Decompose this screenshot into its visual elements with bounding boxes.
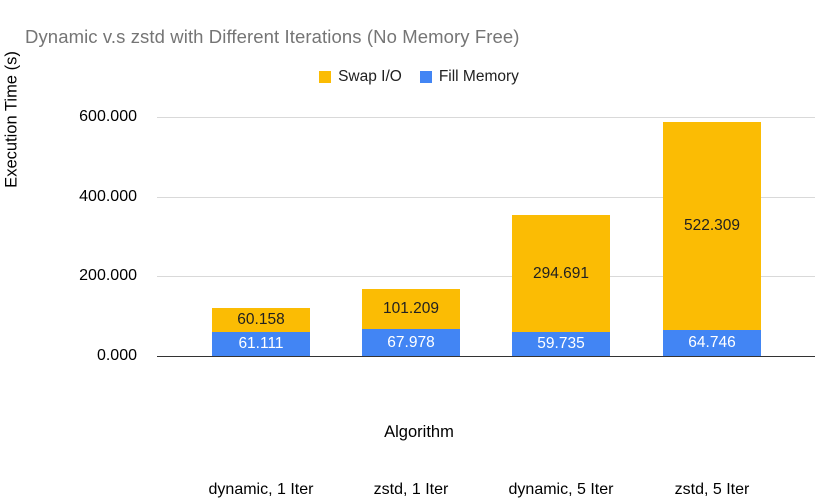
- legend-swatch-fill-memory: [419, 71, 432, 83]
- bar-segment-swap-io-1[interactable]: 101.209: [362, 288, 460, 329]
- y-tick-label-200: 200.000: [79, 267, 137, 285]
- legend-label-fill-memory: Fill Memory: [438, 68, 519, 85]
- chart-title: Dynamic v.s zstd with Different Iteratio…: [25, 26, 520, 47]
- bar-label-swap-io-3: 522.309: [683, 217, 741, 235]
- x-axis-title: Algorithm: [384, 423, 454, 441]
- x-axis-line: [157, 355, 815, 357]
- bar-label-swap-io-1: 101.209: [382, 300, 440, 318]
- plot-area: 600.000 400.000 200.000 0.000 60.158 61.…: [79, 108, 815, 498]
- bar-stack-dynamic-1-iter[interactable]: 60.158 61.111: [212, 307, 310, 356]
- gridline-400: [157, 196, 815, 198]
- y-tick-label-0: 0.000: [96, 347, 137, 364]
- legend-item-swap-io[interactable]: Swap I/O: [319, 68, 402, 86]
- bar-segment-swap-io-3[interactable]: 522.309: [663, 122, 761, 331]
- gridline-200: [157, 276, 815, 278]
- y-tick-label-600: 600.000: [79, 108, 137, 125]
- bar-label-swap-io-2: 294.691: [532, 264, 590, 282]
- bar-label-fill-memory-2: 59.735: [537, 335, 585, 353]
- bar-label-fill-memory-3: 64.746: [688, 334, 736, 352]
- bar-label-fill-memory-0: 61.111: [238, 335, 284, 353]
- bar-stack-dynamic-5-iter[interactable]: 294.691 59.735: [512, 214, 610, 356]
- bar-segment-swap-io-0[interactable]: 60.158: [212, 307, 310, 332]
- legend-item-fill-memory[interactable]: Fill Memory: [419, 68, 519, 86]
- y-axis-title: Execution Time (s): [2, 51, 21, 188]
- legend-label-swap-io: Swap I/O: [338, 68, 402, 85]
- bar-segment-swap-io-2[interactable]: 294.691: [512, 214, 610, 333]
- chart-container: Dynamic v.s zstd with Different Iteratio…: [0, 26, 838, 498]
- gridline-600: [157, 117, 815, 118]
- bar-segment-fill-memory-1[interactable]: 67.978: [362, 328, 460, 356]
- bar-label-swap-io-0: 60.158: [237, 310, 285, 328]
- bar-segment-fill-memory-0[interactable]: 61.111: [212, 331, 310, 356]
- chart-legend: Swap I/O Fill Memory: [0, 68, 838, 86]
- bar-segment-fill-memory-2[interactable]: 59.735: [512, 332, 610, 356]
- bar-stack-zstd-5-iter[interactable]: 522.309 64.746: [663, 122, 761, 356]
- x-tick-label-3: zstd, 5 Iter: [674, 481, 750, 498]
- legend-swatch-swap-io: [319, 71, 332, 83]
- bar-segment-fill-memory-3[interactable]: 64.746: [663, 330, 761, 356]
- bar-label-fill-memory-1: 67.978: [387, 333, 435, 351]
- y-tick-label-400: 400.000: [79, 187, 137, 205]
- bar-stack-zstd-1-iter[interactable]: 101.209 67.978: [362, 288, 460, 356]
- bar-series-group: 60.158 61.111 101.209 67.978 294.691: [157, 117, 815, 356]
